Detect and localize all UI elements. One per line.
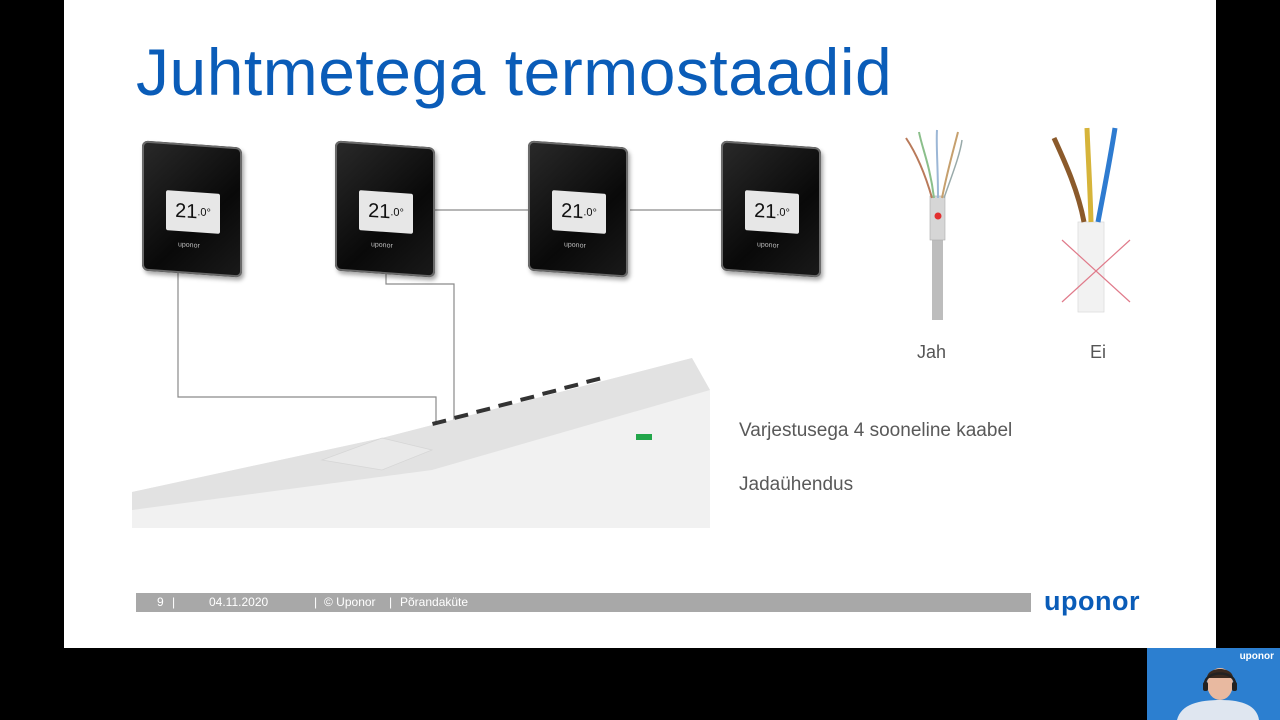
thermostat-display: 21.0° bbox=[359, 190, 413, 234]
thermostat-brand: uponor bbox=[178, 241, 200, 250]
cross-mark-line-1 bbox=[1061, 239, 1131, 303]
thermostat-brand: uponor bbox=[564, 241, 586, 250]
webcam-logo: uponor bbox=[1239, 651, 1274, 662]
thermostat-1: 21.0° uponor bbox=[142, 140, 242, 278]
cable-yes-label: Jah bbox=[917, 342, 947, 362]
controller-unit-image bbox=[132, 358, 710, 528]
description-cable: Varjestusega 4 sooneline kaabel bbox=[739, 420, 1013, 441]
presentation-slide: Juhtmetega termostaadid bbox=[64, 0, 1216, 648]
cable-no-label: Ei bbox=[1090, 342, 1107, 362]
page-number: 9 bbox=[157, 595, 164, 609]
thermostat-4: 21.0° uponor bbox=[721, 140, 821, 278]
presenter-avatar bbox=[1177, 668, 1259, 720]
thermostat-brand: uponor bbox=[757, 241, 779, 250]
footer-copyright: © Uponor bbox=[324, 595, 376, 609]
webcam-overlay: uponor bbox=[1147, 648, 1280, 720]
footer-topic: Põrandaküte bbox=[400, 595, 469, 609]
uponor-logo: uponor bbox=[1044, 586, 1140, 616]
slide-footer: 9 | 04.11.2020 | © Uponor | Põrandaküte bbox=[136, 593, 1031, 612]
thermostat-display: 21.0° bbox=[745, 190, 799, 234]
thermostat-brand: uponor bbox=[371, 241, 393, 250]
cross-mark-line-2 bbox=[1061, 239, 1131, 303]
footer-date: 04.11.2020 bbox=[209, 595, 269, 609]
thermostat-display: 21.0° bbox=[552, 190, 606, 234]
thermostat-2: 21.0° uponor bbox=[335, 140, 435, 278]
power-cable-image bbox=[1051, 127, 1131, 313]
led-indicator bbox=[636, 434, 652, 440]
thermostat-3: 21.0° uponor bbox=[528, 140, 628, 278]
slide-title: Juhtmetega termostaadid bbox=[136, 35, 893, 109]
thermostat-display: 21.0° bbox=[166, 190, 220, 234]
description-connection: Jadaühendus bbox=[739, 474, 854, 495]
shielded-cable-image bbox=[905, 129, 963, 320]
